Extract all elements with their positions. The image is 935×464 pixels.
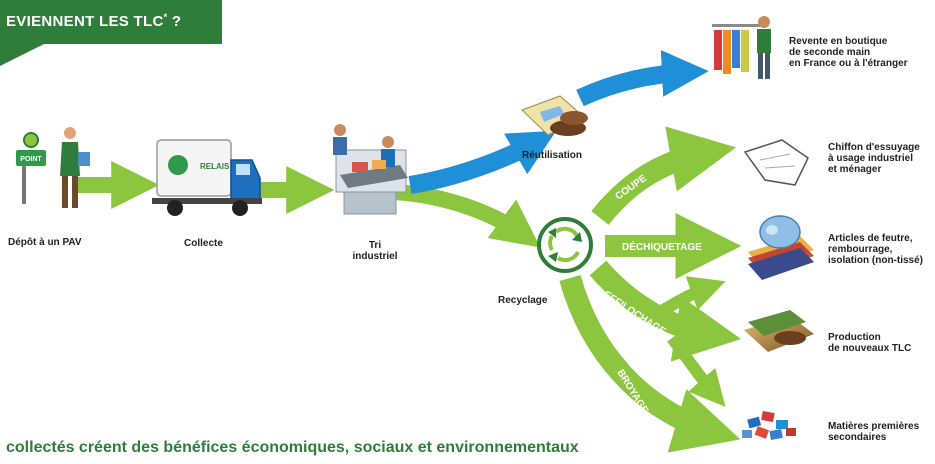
title-banner: EVIENNENT LES TLC* ? bbox=[0, 0, 222, 44]
label-chiffon-line1: Chiffon d'essuyage bbox=[828, 142, 920, 153]
bottom-caption: collectés créent des bénéfices économiqu… bbox=[6, 439, 579, 456]
label-revente-line3: en France ou à l'étranger bbox=[789, 58, 908, 69]
person-icon bbox=[60, 127, 90, 208]
pav-sign-text: POINT bbox=[20, 156, 42, 163]
label-feutre: Articles de feutre, rembourrage, isolati… bbox=[828, 233, 923, 266]
label-revente: Revente en boutique de seconde main en F… bbox=[789, 36, 908, 69]
branch-coupe bbox=[591, 126, 736, 225]
label-feutre-line1: Articles de feutre, bbox=[828, 233, 913, 244]
sorting-facility-icon bbox=[333, 124, 408, 215]
reuse-clothes-icon bbox=[521, 95, 588, 136]
label-tri-line2: industriel bbox=[352, 251, 398, 262]
wiping-cloth-icon bbox=[743, 139, 809, 186]
banner-asterisk: * bbox=[163, 12, 168, 22]
label-matieres-line1: Matières premières bbox=[828, 421, 920, 432]
label-dechiquetage: DÉCHIQUETAGE bbox=[622, 240, 702, 253]
label-chiffon-line2: à usage industriel bbox=[828, 153, 914, 164]
label-revente-line2: de seconde main bbox=[789, 47, 871, 58]
label-revente-line1: Revente en boutique bbox=[789, 36, 888, 47]
truck-logo-text: RELAIS bbox=[200, 162, 230, 171]
label-production-line2: de nouveaux TLC bbox=[828, 343, 912, 354]
branch-broyage bbox=[559, 274, 741, 453]
felt-roll-icon bbox=[748, 215, 814, 280]
banner-tail bbox=[0, 44, 44, 66]
arrow-tri-to-reutilisation bbox=[408, 130, 557, 194]
label-feutre-line3: isolation (non-tissé) bbox=[828, 255, 923, 266]
label-tri: Tri industriel bbox=[340, 240, 410, 262]
collection-point-icon: POINT bbox=[16, 132, 46, 204]
branch-effilochage-upper bbox=[656, 276, 726, 318]
raw-materials-icon bbox=[742, 411, 796, 440]
label-matieres-line2: secondaires bbox=[828, 432, 887, 443]
new-textiles-icon bbox=[744, 310, 814, 352]
label-production: Production de nouveaux TLC bbox=[828, 332, 911, 354]
recycle-icon bbox=[537, 217, 593, 273]
label-reutilisation: Réutilisation bbox=[522, 150, 583, 161]
banner-title-text: EVIENNENT LES TLC bbox=[6, 13, 164, 30]
label-tri-line1: Tri bbox=[368, 240, 382, 251]
label-matieres: Matières premières secondaires bbox=[828, 421, 919, 443]
branch-effilochage bbox=[589, 260, 742, 362]
label-depot: Dépôt à un PAV bbox=[8, 237, 82, 248]
label-recyclage: Recyclage bbox=[498, 295, 548, 306]
boutique-icon bbox=[712, 16, 771, 79]
label-chiffon-line3: et ménager bbox=[828, 164, 882, 175]
label-feutre-line2: rembourrage, bbox=[828, 244, 893, 255]
label-collecte: Collecte bbox=[184, 238, 223, 249]
truck-icon: RELAIS bbox=[152, 139, 262, 216]
banner-title: EVIENNENT LES TLC* ? bbox=[6, 12, 181, 30]
arrow-tri-to-recyclage bbox=[394, 184, 541, 248]
label-chiffon: Chiffon d'essuyage à usage industriel et… bbox=[828, 142, 920, 175]
banner-question-mark: ? bbox=[167, 13, 182, 30]
arrow-reutilisation-to-revente bbox=[576, 50, 709, 107]
branch-effilochage-lower bbox=[667, 334, 726, 407]
label-production-line1: Production bbox=[828, 332, 881, 343]
